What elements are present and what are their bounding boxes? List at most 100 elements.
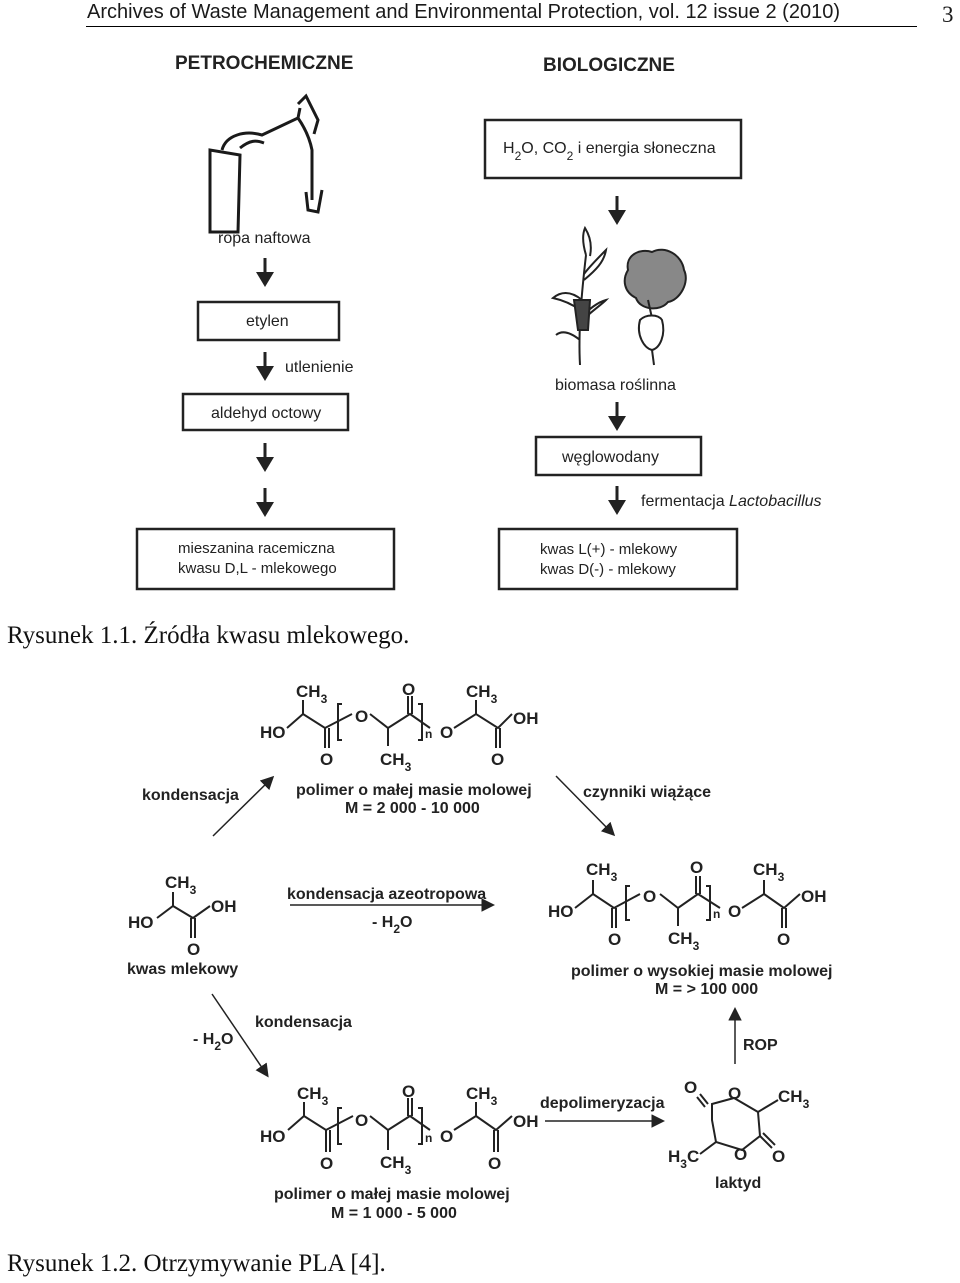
label-o: O <box>772 1147 785 1166</box>
label-ch: CH <box>296 682 321 701</box>
inputs-label: H2O, CO2 i energia słoneczna <box>503 140 716 163</box>
label-o: O <box>320 1154 333 1173</box>
label-3: 3 <box>322 1094 329 1108</box>
label-n: n <box>425 1131 432 1145</box>
label-3: 3 <box>491 1094 498 1108</box>
inputs-h: H <box>503 140 515 157</box>
fermentation-label: fermentacja Lactobacillus <box>641 493 822 510</box>
svg-text:H3C: H3C <box>668 1147 699 1171</box>
depolymerization-label: depolimeryzacja <box>540 1095 665 1112</box>
inputs-rest: i energia słoneczna <box>573 140 715 157</box>
arrow-down-right-bottom <box>211 993 269 1078</box>
polymer-structure-bottom: CH3 O CH3 HO O n O OH O CH3 O <box>260 1082 539 1177</box>
label-3: 3 <box>405 1163 412 1177</box>
svg-text:CH3: CH3 <box>668 929 700 953</box>
figure-lactic-acid-sources: PETROCHEMICZNE BIOLOGICZNE ropa naftowa … <box>135 53 822 591</box>
svg-text:CH3: CH3 <box>297 1084 329 1108</box>
label-oh: OH <box>211 897 237 916</box>
acetaldehyde-label: aldehyd octowy <box>211 405 321 422</box>
label-o: O <box>690 858 703 877</box>
lactide-structure: O O CH3 O O H3C <box>668 1078 810 1171</box>
svg-text:CH3: CH3 <box>466 1084 498 1108</box>
low-polymer-top-line2: M = 2 000 - 10 000 <box>345 800 480 817</box>
inputs-sub-2b: 2 <box>567 149 574 163</box>
low-polymer-bottom-line1: polimer o małej masie molowej <box>274 1186 510 1203</box>
label-o: O <box>402 680 415 699</box>
svg-text:CH3: CH3 <box>380 1153 412 1177</box>
figure2-caption: Rysunek 1.2. Otrzymywanie PLA [4]. <box>7 1250 386 1277</box>
label-3: 3 <box>680 1157 687 1171</box>
label-3: 3 <box>693 939 700 953</box>
corn-plant-icon <box>550 225 610 366</box>
acetaldehyde-box <box>181 392 350 432</box>
ethylene-label: etylen <box>246 313 289 330</box>
fermentation-prefix: fermentacja <box>641 493 729 510</box>
svg-text:CH3: CH3 <box>778 1087 810 1111</box>
label-o: O <box>402 1082 415 1101</box>
label-o: O <box>440 1127 453 1146</box>
label-o: O <box>608 930 621 949</box>
oxidation-label: utlenienie <box>285 359 354 376</box>
azeotropic-label: kondensacja azeotropowa <box>287 886 486 903</box>
label-ch: CH <box>165 873 190 892</box>
label-ch: CH <box>466 1084 491 1103</box>
arrow-down <box>608 486 626 515</box>
svg-text:CH3: CH3 <box>296 682 328 706</box>
lactic-acid-label: kwas mlekowy <box>127 961 238 978</box>
label-c: C <box>687 1147 699 1166</box>
minus-o: O <box>400 914 412 931</box>
minus-h: - H <box>372 914 393 931</box>
crude-oil-label: ropa naftowa <box>218 230 311 247</box>
inputs-o-co: O, CO <box>521 140 566 157</box>
minus-h: - H <box>193 1031 214 1048</box>
label-ch: CH <box>297 1084 322 1103</box>
svg-text:CH3: CH3 <box>380 750 412 774</box>
label-ch: CH <box>586 860 611 879</box>
racemic-box <box>135 527 396 591</box>
label-o: O <box>491 750 504 769</box>
high-polymer-line1: polimer o wysokiej masie molowej <box>571 963 832 980</box>
arrow-down <box>256 258 274 287</box>
low-polymer-top-line1: polimer o małej masie molowej <box>296 782 532 799</box>
polymer-structure-high: CH3 O CH3 HO O n O OH O CH3 O <box>548 858 827 953</box>
condensation-label-bottom: kondensacja <box>255 1014 352 1031</box>
running-header: Archives of Waste Management and Environ… <box>0 0 960 28</box>
figure-pla-production: CH3 O CH3 HO O n O OH O CH3 O kondensacj… <box>127 680 832 1222</box>
label-o: O <box>320 750 333 769</box>
svg-text:CH3: CH3 <box>753 860 785 884</box>
label-ho: HO <box>260 1127 286 1146</box>
arrow-down <box>256 443 274 472</box>
figure1-caption: Rysunek 1.1. Źródła kwasu mlekowego. <box>7 622 410 649</box>
arrow-down <box>256 352 274 381</box>
product-line2: kwas D(-) - mlekowy <box>540 561 676 578</box>
label-o: O <box>355 1111 368 1130</box>
arrow-down <box>608 196 626 225</box>
label-n: n <box>713 907 720 921</box>
label-o: O <box>355 707 368 726</box>
ethylene-box <box>196 300 341 342</box>
page-number: 3 <box>942 2 954 27</box>
high-polymer-line2: M = > 100 000 <box>655 981 758 998</box>
beet-plant-icon <box>623 248 687 366</box>
label-oh: OH <box>513 709 539 728</box>
carbohydrates-label: węglowodany <box>561 449 659 466</box>
label-3: 3 <box>321 692 328 706</box>
label-3: 3 <box>405 760 412 774</box>
label-ho: HO <box>260 723 286 742</box>
biomass-label: biomasa roślinna <box>555 377 676 394</box>
carbohydrates-box <box>534 435 703 477</box>
label-ch: CH <box>380 750 405 769</box>
label-oh: OH <box>513 1112 539 1131</box>
label-ho: HO <box>128 913 154 932</box>
inputs-box <box>483 118 743 180</box>
fermentation-organism: Lactobacillus <box>729 493 822 510</box>
minus-water-bottom: - H2O <box>193 1031 233 1053</box>
chain-extenders-label: czynniki wiążące <box>583 784 711 801</box>
label-ch: CH <box>668 929 693 948</box>
minus-water-top: - H2O <box>372 914 412 936</box>
arrow-down <box>256 488 274 517</box>
minus-sub-2: 2 <box>393 922 400 936</box>
product-line1: kwas L(+) - mlekowy <box>540 541 678 558</box>
label-n: n <box>425 727 432 741</box>
rop-label: ROP <box>743 1037 778 1054</box>
